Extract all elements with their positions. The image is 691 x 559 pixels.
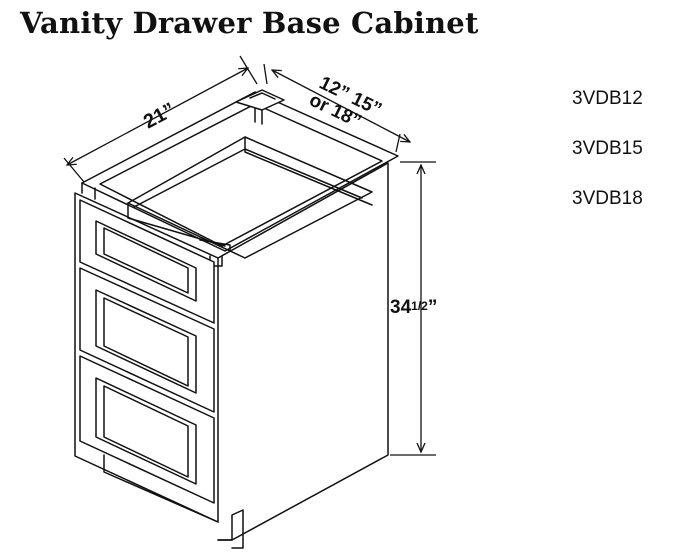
model-code-12: 3VDB12 (572, 88, 643, 109)
drawer-3 (79, 355, 215, 504)
page-title: Vanity Drawer Base Cabinet (20, 6, 479, 40)
drawer-2 (79, 267, 215, 413)
height-label: 341/2” (390, 297, 437, 318)
drawer-1 (79, 199, 215, 324)
width-label: 21” (140, 99, 179, 134)
height-label-inch-mark: ” (428, 297, 438, 318)
depth-dimension-line (272, 70, 410, 142)
model-code-18: 3VDB18 (572, 188, 643, 209)
height-label-fraction: 1/2 (411, 299, 428, 313)
model-code-15: 3VDB15 (572, 138, 643, 159)
cabinet-toe-kick (103, 454, 244, 549)
width-dimension-line (67, 68, 248, 165)
height-label-whole: 34 (390, 297, 412, 318)
